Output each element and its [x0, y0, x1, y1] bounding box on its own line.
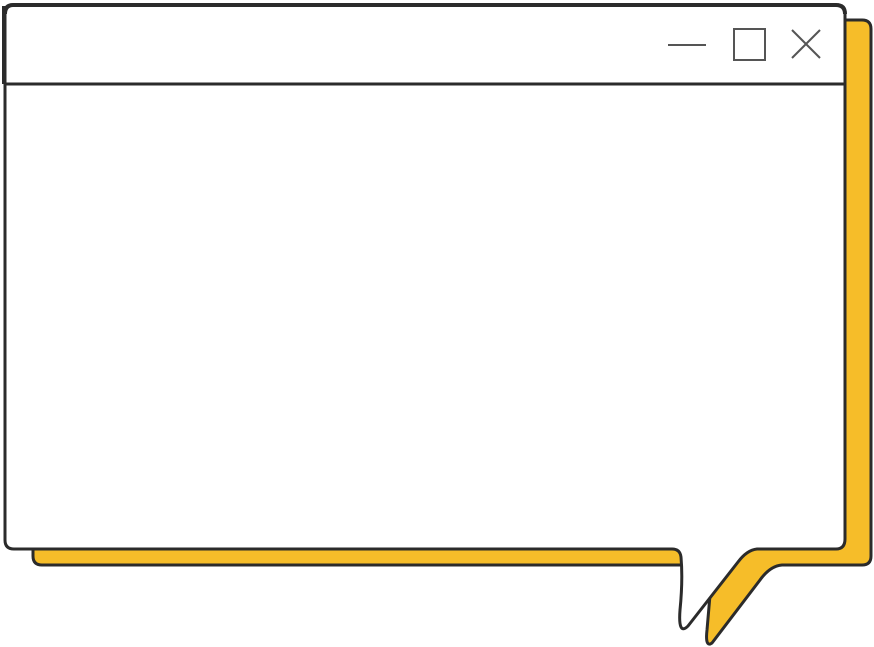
- maximize-icon: [733, 28, 766, 61]
- minimize-icon: [668, 44, 706, 46]
- close-icon: [791, 29, 821, 59]
- window-frame: [3, 3, 847, 631]
- close-button[interactable]: [788, 26, 824, 62]
- window-content: [5, 86, 845, 548]
- title-bar[interactable]: [5, 5, 845, 84]
- maximize-button[interactable]: [731, 26, 767, 62]
- minimize-button[interactable]: [668, 26, 706, 62]
